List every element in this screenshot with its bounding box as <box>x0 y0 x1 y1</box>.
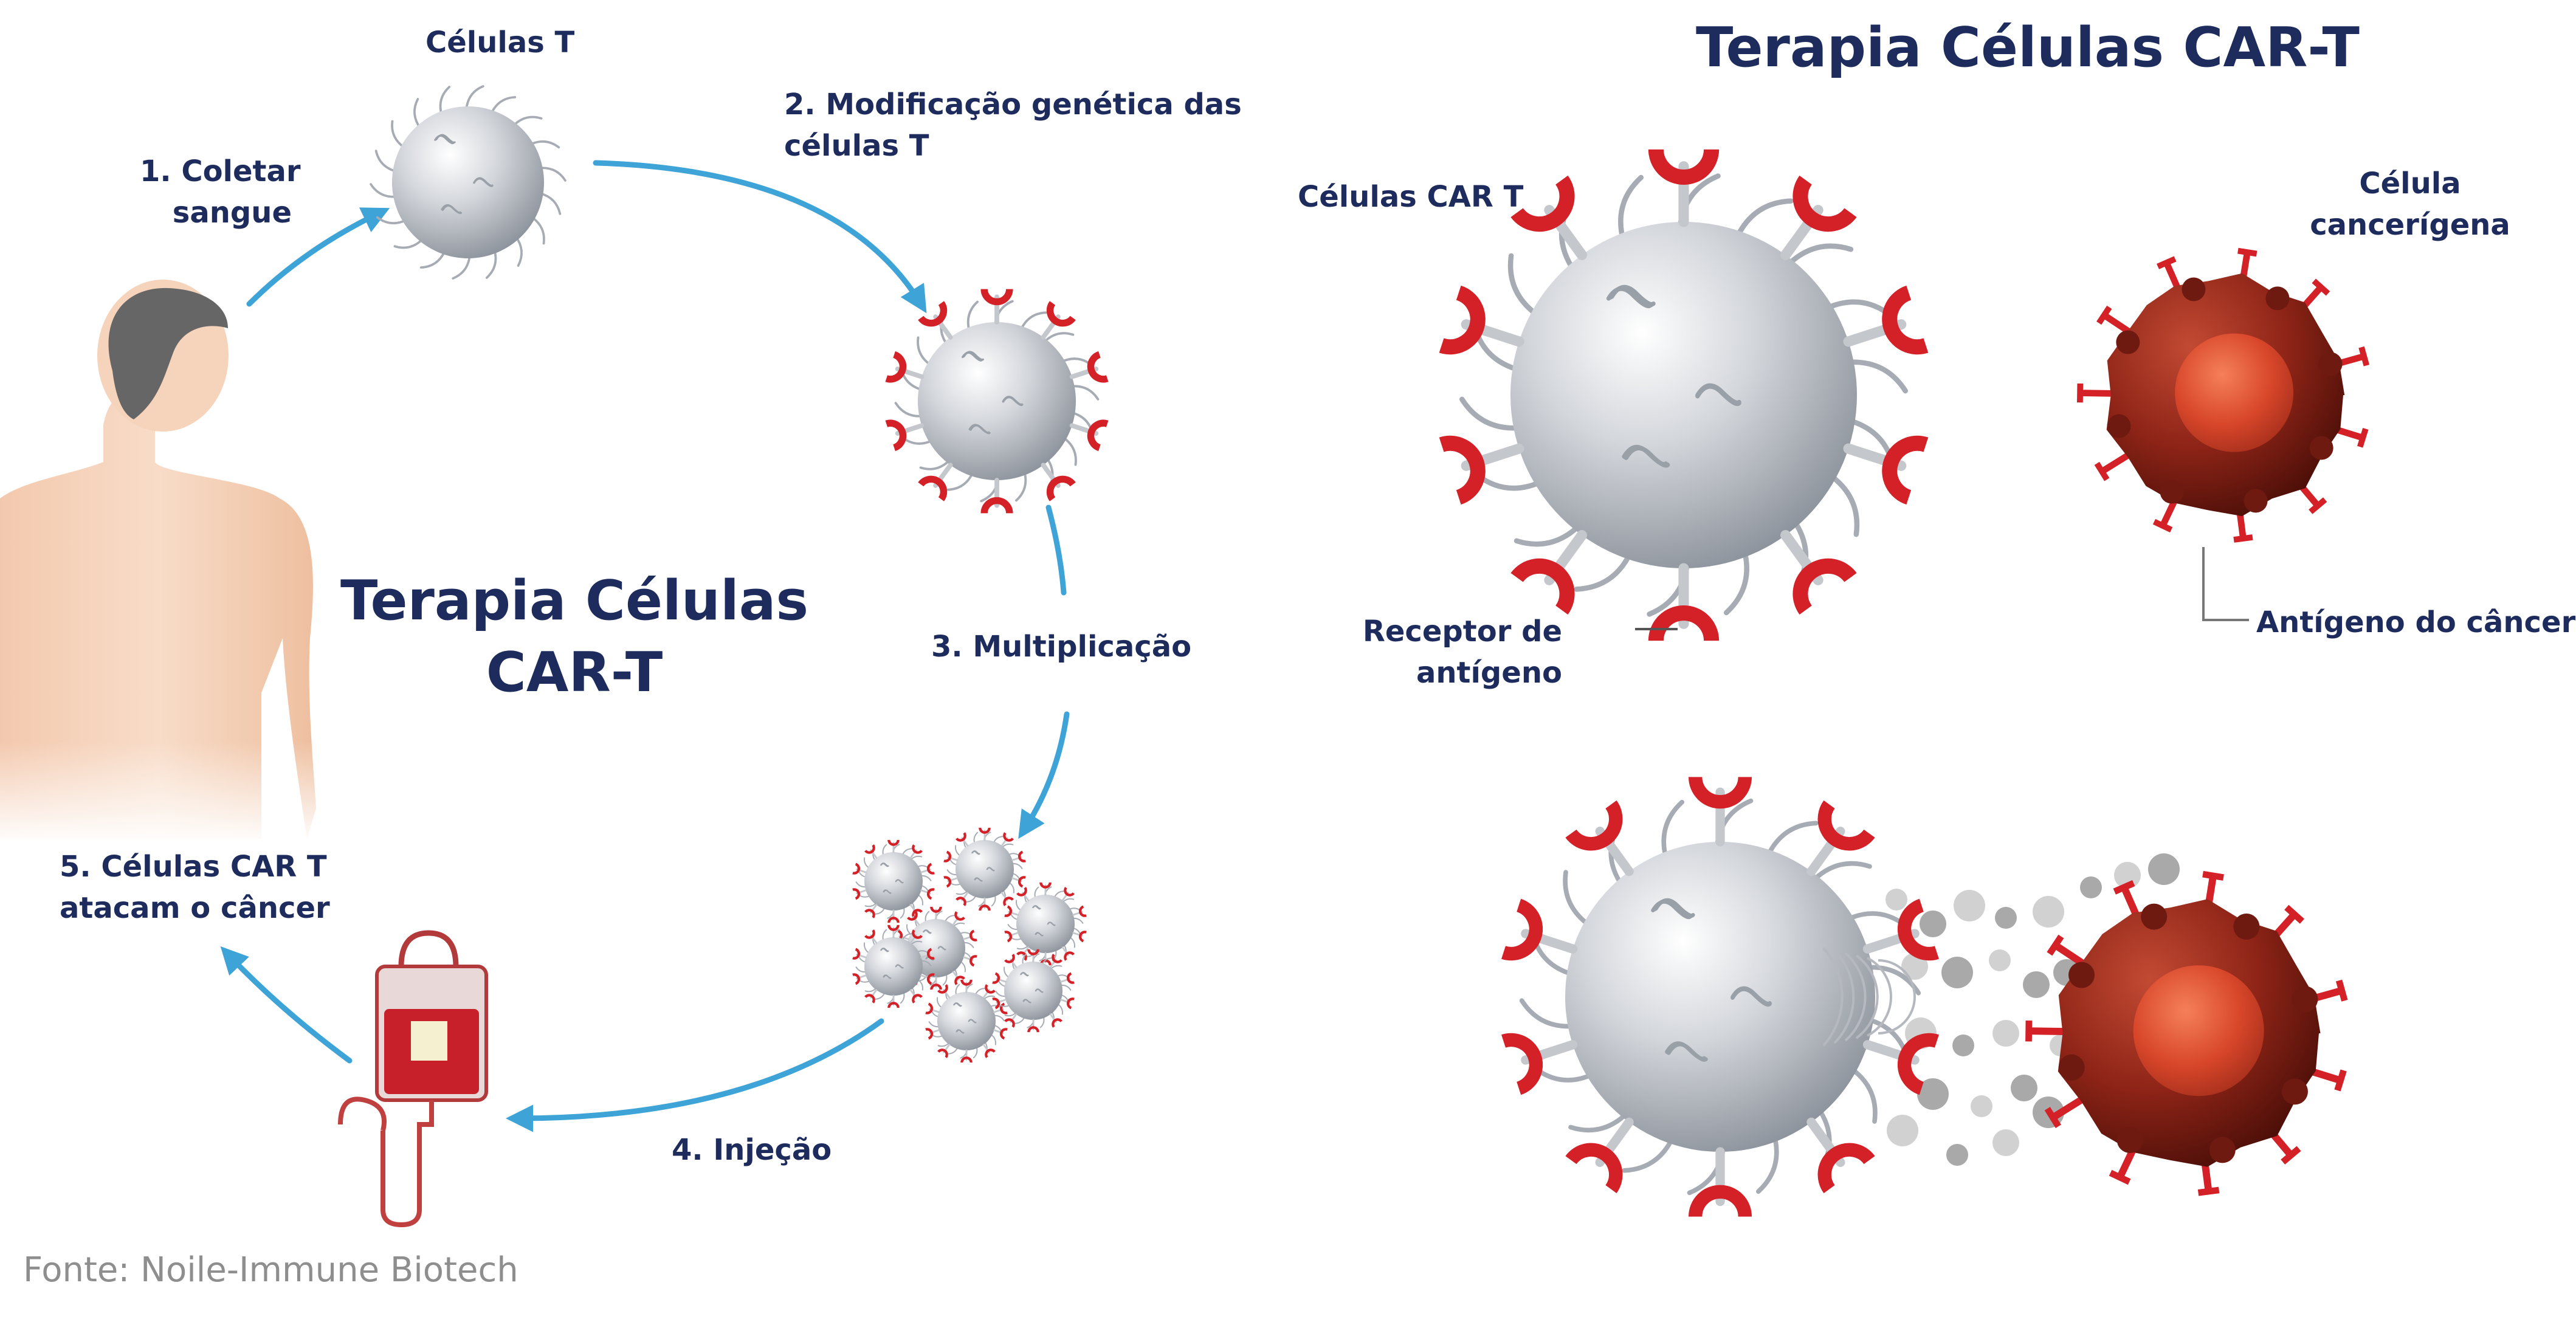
label-t-cells: Células T <box>425 26 575 60</box>
cell-illustrations <box>370 85 2370 1217</box>
multiplied-cell <box>925 979 1008 1063</box>
label-step1-line2: sangue <box>172 196 292 230</box>
label-cancer-line2: cancerígena <box>2310 208 2510 242</box>
cancer-cell-icon <box>2077 247 2370 543</box>
label-step1: 1. Coletar sangue <box>140 151 301 233</box>
label-antigen-receptor: Receptor de antígeno <box>1337 611 1562 694</box>
car-t-cell-icon <box>1439 149 1929 641</box>
left-panel-title: Terapia Células CAR-T <box>340 565 808 709</box>
multiplied-cell <box>852 839 935 923</box>
tcell-icon <box>370 85 567 280</box>
arrow-attack <box>220 946 353 1064</box>
attacked-cancer-cell-icon <box>2025 870 2348 1196</box>
label-step5-line1: 5. Células CAR T <box>60 850 327 884</box>
multiplied-cell <box>1004 882 1087 966</box>
multiplied-cells-icon <box>852 827 1087 1063</box>
source-credit: Fonte: Noile-Immune Biotech <box>23 1250 518 1290</box>
label-car-t-cells: Células CAR T <box>1298 180 1524 214</box>
human-figure-icon <box>0 280 328 845</box>
label-step3: 3. Multiplicação <box>931 630 1192 664</box>
label-step2: 2. Modificação genética das células T <box>784 84 1242 167</box>
label-step5-line2: atacam o câncer <box>60 891 330 925</box>
arrow-modify <box>593 160 927 314</box>
arrow-multiply-top <box>1045 504 1067 596</box>
right-panel-title: Terapia Células CAR-T <box>1696 16 2360 80</box>
label-cancer-line1: Célula <box>2359 167 2461 201</box>
label-step5: 5. Células CAR T atacam o câncer <box>60 846 330 929</box>
cycle-arrows <box>220 160 1070 1132</box>
label-step2-line2: células T <box>784 129 929 163</box>
label-receptor-line1: Receptor de <box>1362 615 1562 649</box>
multiplied-cell <box>943 827 1026 911</box>
label-step1-line1: 1. Coletar <box>140 154 301 188</box>
label-cancer-cell: Célula cancerígena <box>2298 163 2523 246</box>
modified-tcell-icon <box>885 289 1109 514</box>
iv-bag-icon <box>338 930 488 1228</box>
multiplied-cell <box>852 924 935 1008</box>
callout-lines <box>1635 547 2249 630</box>
arrow-collect <box>246 207 390 307</box>
left-title-line2: CAR-T <box>486 641 663 704</box>
left-title-line1: Terapia Células <box>340 569 809 633</box>
arrow-multiply-bottom <box>1018 711 1070 839</box>
attacking-car-t-cell-icon <box>1501 776 1939 1217</box>
attack-waves <box>1822 947 1916 1047</box>
label-cancer-antigen: Antígeno do câncer <box>2256 605 2576 639</box>
arrow-inject <box>506 1018 884 1132</box>
label-step4: 4. Injeção <box>672 1133 832 1167</box>
label-receptor-line2: antígeno <box>1416 656 1562 690</box>
multiplied-cell <box>992 949 1075 1033</box>
label-step2-line1: 2. Modificação genética das <box>784 88 1242 122</box>
